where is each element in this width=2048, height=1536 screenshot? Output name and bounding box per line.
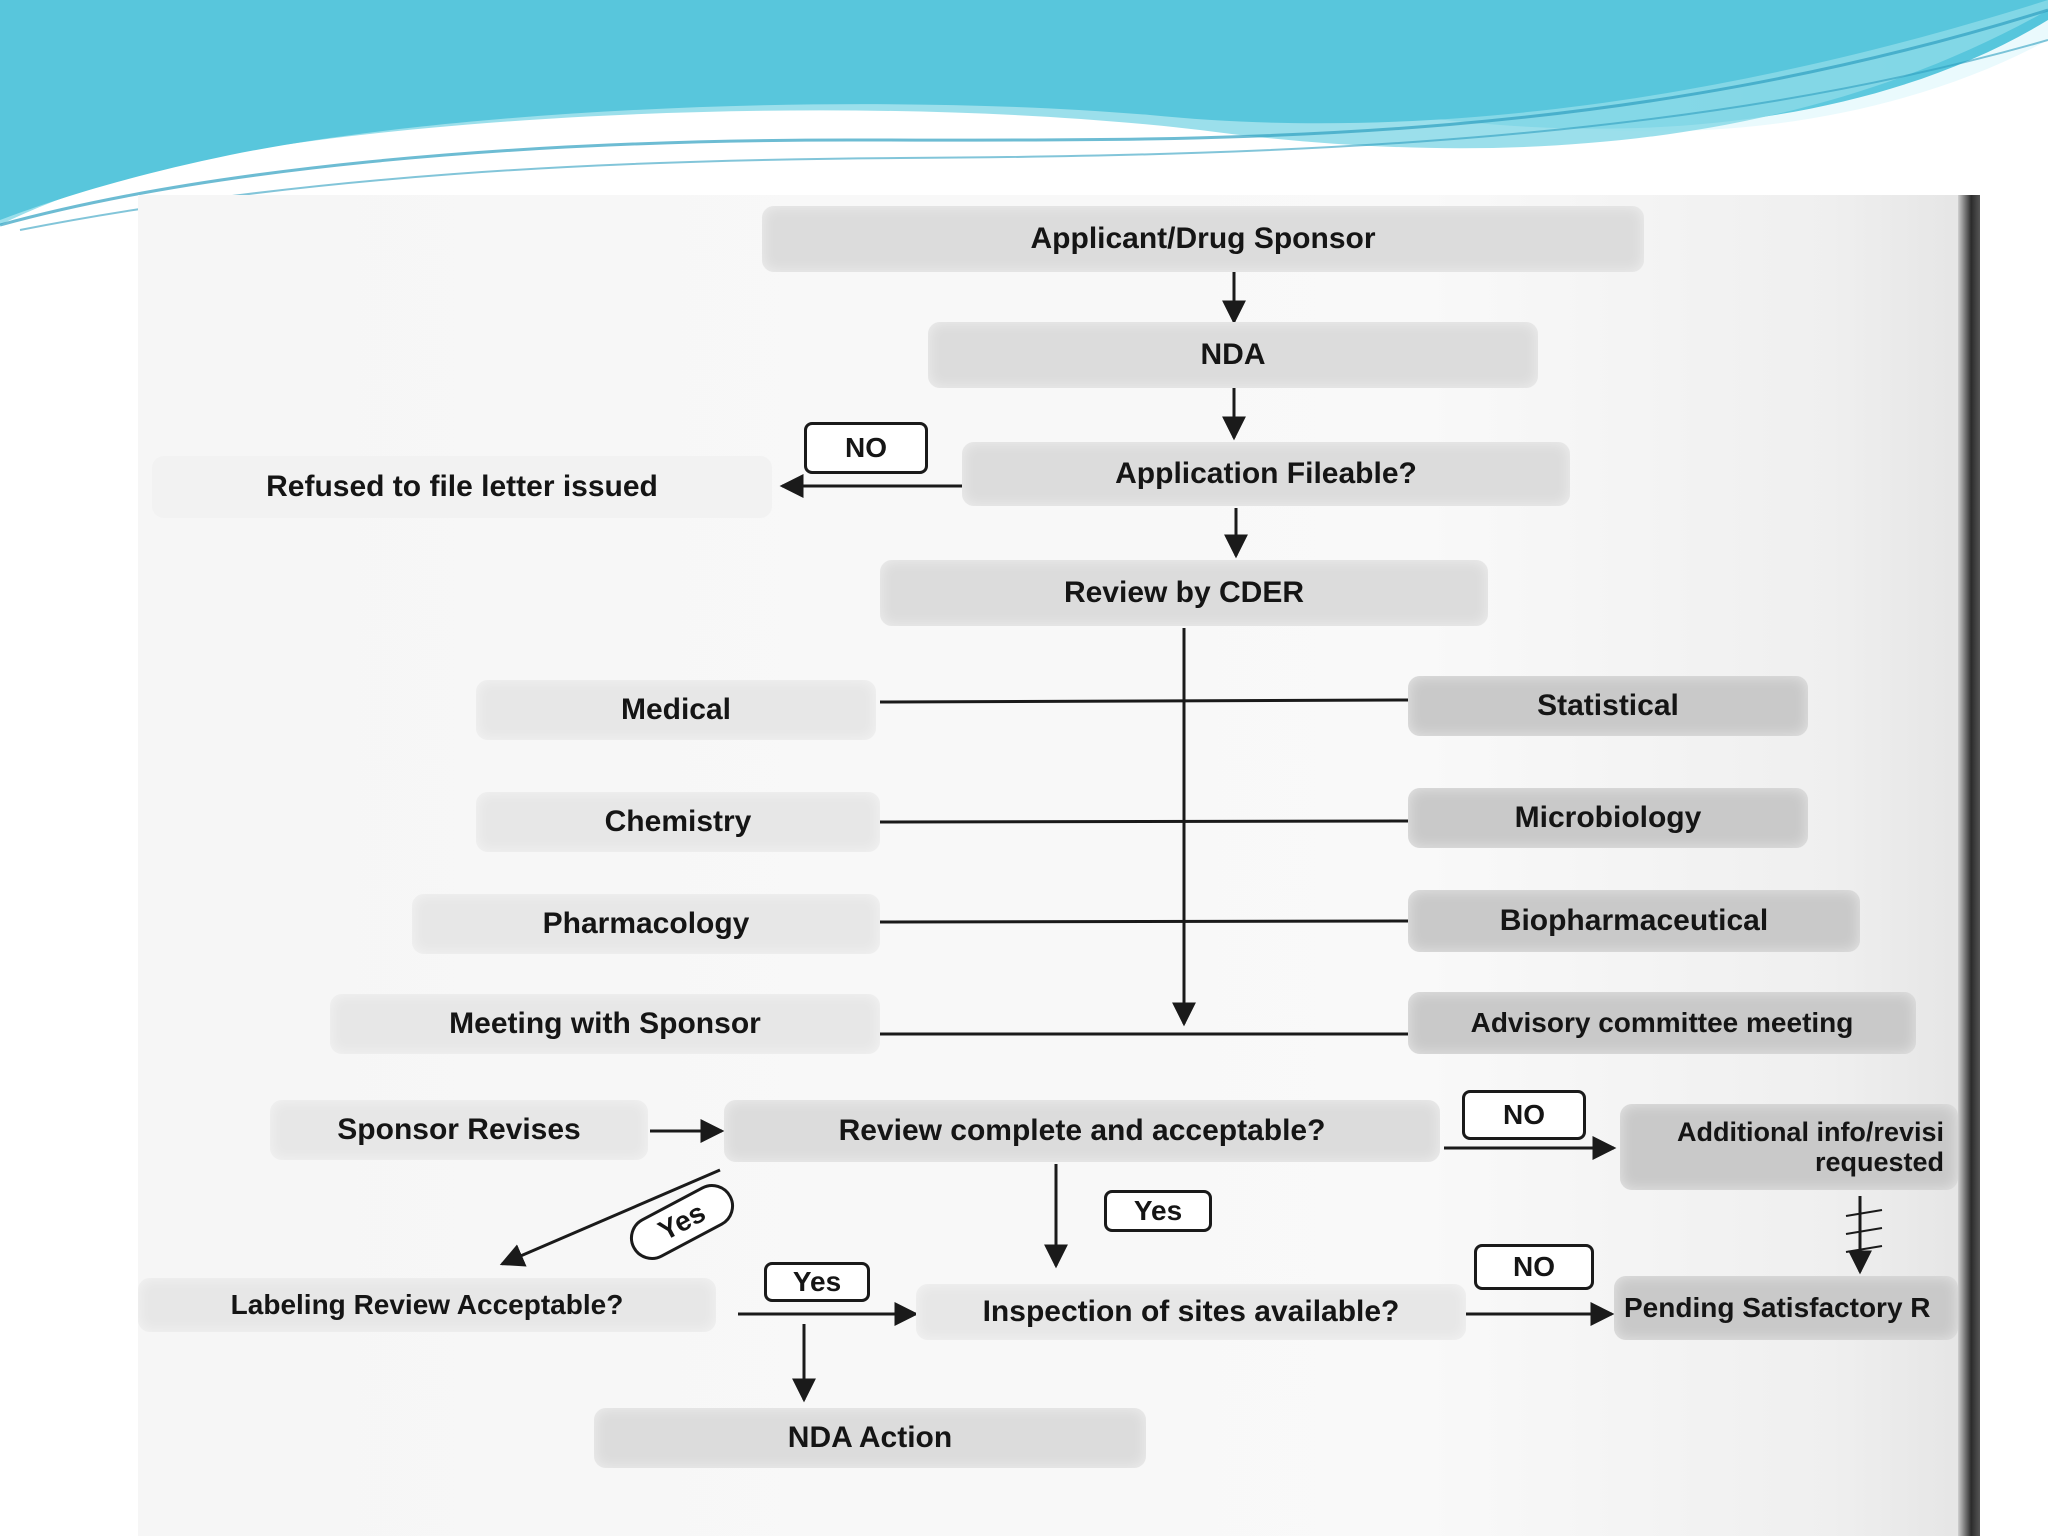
nda-node: NDA xyxy=(928,322,1538,388)
inspection-decision-node: Inspection of sites available? xyxy=(916,1284,1466,1340)
refused-node: Refused to file letter issued xyxy=(152,456,772,518)
review-statistical-node: Statistical xyxy=(1408,676,1808,736)
header-wave-banner xyxy=(0,0,2048,231)
fileable-decision-node: Application Fileable? xyxy=(962,442,1570,506)
line-chemistry-microbiology xyxy=(879,819,1409,824)
review-medical-node: Medical xyxy=(476,680,876,740)
arrow-review-to-labeling xyxy=(499,1168,721,1267)
line-medical-statistical xyxy=(879,698,1409,704)
additional-info-node: Additional info/revisi requested xyxy=(1620,1104,1958,1190)
nda-action-node: NDA Action xyxy=(594,1408,1146,1468)
additional-info-line-1: Additional info/revisi xyxy=(1676,1117,1944,1147)
review-microbiology-node: Microbiology xyxy=(1408,788,1808,848)
yes-label-review: Yes xyxy=(1104,1190,1212,1232)
page-binding-edge xyxy=(1958,195,1980,1536)
review-complete-decision-node: Review complete and acceptable? xyxy=(724,1100,1440,1162)
review-pharmacology-node: Pharmacology xyxy=(412,894,880,954)
no-label-fileable: NO xyxy=(804,422,928,474)
labeling-review-node: Labeling Review Acceptable? xyxy=(138,1278,716,1332)
yes-label-inspection: Yes xyxy=(764,1262,870,1302)
advisory-committee-node: Advisory committee meeting xyxy=(1408,992,1916,1054)
review-cder-node: Review by CDER xyxy=(880,560,1488,626)
review-chemistry-node: Chemistry xyxy=(476,792,880,852)
additional-info-line-2: requested xyxy=(1814,1147,1944,1177)
line-pharmacology-biopharm xyxy=(879,919,1409,924)
sponsor-revises-node: Sponsor Revises xyxy=(270,1100,648,1160)
review-biopharmaceutical-node: Biopharmaceutical xyxy=(1408,890,1860,952)
no-label-inspection: NO xyxy=(1474,1244,1594,1290)
sponsor-node: Applicant/Drug Sponsor xyxy=(762,206,1644,272)
no-label-review: NO xyxy=(1462,1090,1586,1140)
meeting-with-sponsor-node: Meeting with Sponsor xyxy=(330,994,880,1054)
pending-node: Pending Satisfactory R xyxy=(1614,1276,1958,1340)
